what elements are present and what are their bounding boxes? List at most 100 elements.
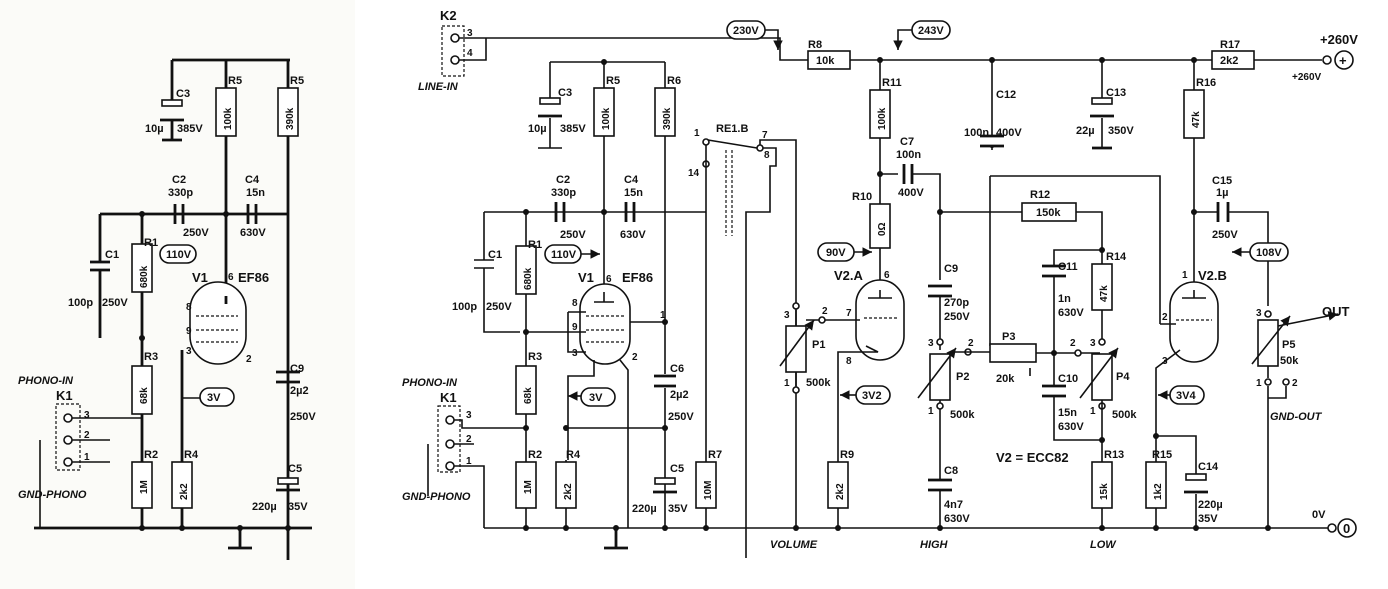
c11-name: C11 xyxy=(1058,261,1078,273)
r-c2-voltage: 250V xyxy=(560,229,586,241)
c9-voltage: 250V xyxy=(944,311,970,323)
svg-text:2: 2 xyxy=(968,338,974,349)
l-pin-9: 9 xyxy=(186,326,192,337)
l-c4-name: C4 xyxy=(245,174,260,186)
p5-name: P5 xyxy=(1282,339,1295,351)
r-c1-voltage: 250V xyxy=(486,301,512,313)
c10-value: 15n xyxy=(1058,407,1077,419)
l-c9-name: C9 xyxy=(290,363,304,375)
r11-value: 100k xyxy=(877,107,888,130)
svg-text:2: 2 xyxy=(466,434,472,445)
r-phono-in: PHONO-IN xyxy=(402,377,458,389)
r-c2-name: C2 xyxy=(556,174,570,186)
r-c5-value: 220µ xyxy=(632,503,657,515)
r-c1-value: 100p xyxy=(452,301,477,313)
r-k1: K1 xyxy=(440,390,457,405)
r8-value: 10k xyxy=(816,55,835,67)
svg-text:3: 3 xyxy=(784,310,790,321)
svg-text:3: 3 xyxy=(1090,338,1096,349)
l-c4-value: 15n xyxy=(246,187,265,199)
r17-value: 2k2 xyxy=(1220,55,1238,67)
l-c3-voltage: 385V xyxy=(177,123,203,135)
r-pin-3: 3 xyxy=(572,348,578,359)
p5-value: 50k xyxy=(1280,355,1299,367)
l-r5b-name: R5 xyxy=(290,75,304,87)
r13-value: 15k xyxy=(1099,483,1110,500)
svg-text:3: 3 xyxy=(1162,356,1168,367)
c9-name: C9 xyxy=(944,263,958,275)
c8-name: C8 xyxy=(944,465,958,477)
r-c5-voltage: 35V xyxy=(668,503,688,515)
l-c4-voltage: 630V xyxy=(240,227,266,239)
l-v1-name: V1 xyxy=(192,270,208,285)
r14-name: R14 xyxy=(1106,251,1127,263)
l-phono-in: PHONO-IN xyxy=(18,375,74,387)
r11-name: R11 xyxy=(882,77,902,89)
l-c9-value: 2µ2 xyxy=(290,385,309,397)
p4-value: 500k xyxy=(1112,409,1137,421)
l-r4-name: R4 xyxy=(184,449,199,461)
v3v2: 3V2 xyxy=(862,390,882,402)
l-c5-value: 220µ xyxy=(252,501,277,513)
l-c3-value: 10µ xyxy=(145,123,164,135)
r-c6-voltage: 250V xyxy=(668,411,694,423)
l-c9-voltage: 250V xyxy=(290,411,316,423)
l-c2-voltage: 250V xyxy=(183,227,209,239)
p1-name: P1 xyxy=(812,339,825,351)
r-v110: 110V xyxy=(551,249,577,261)
p4-name: P4 xyxy=(1116,371,1130,383)
r-pin-8: 8 xyxy=(572,298,578,309)
r-r1-value: 680k xyxy=(523,267,534,290)
c14-name: C14 xyxy=(1198,461,1219,473)
gnd-out-label: GND-OUT xyxy=(1270,411,1323,423)
l-c5-voltage: 35V xyxy=(288,501,308,513)
c8-value: 4n7 xyxy=(944,499,963,511)
v243: 243V xyxy=(918,25,944,37)
r10-name: R10 xyxy=(852,191,872,203)
l-pin-k1-3: 3 xyxy=(84,410,90,421)
volume-label: VOLUME xyxy=(770,539,818,551)
out-label: OUT xyxy=(1322,304,1350,319)
v2a-pin-8: 8 xyxy=(846,356,852,367)
l-r3-name: R3 xyxy=(144,351,158,363)
v2-type: V2 = ECC82 xyxy=(996,450,1069,465)
v2a-label: V2.A xyxy=(834,268,864,283)
l-r5b-value: 390k xyxy=(285,107,296,130)
c14-voltage: 35V xyxy=(1198,513,1218,525)
v230: 230V xyxy=(733,25,759,37)
r-r6-name: R6 xyxy=(667,75,681,87)
r-v1-type: EF86 xyxy=(622,270,653,285)
l-r4-value: 2k2 xyxy=(179,483,190,500)
c8-voltage: 630V xyxy=(944,513,970,525)
r-r7-name: R7 xyxy=(708,449,722,461)
r17-name: R17 xyxy=(1220,39,1240,51)
left-schematic: C3 10µ 385V 100k R5 390k R5 C2 330p 250V… xyxy=(0,0,355,589)
r-gnd-phono: GND-PHONO xyxy=(402,491,471,503)
supply-small-label: +260V xyxy=(1292,72,1322,83)
svg-text:1: 1 xyxy=(1090,406,1096,417)
r-c4-voltage: 630V xyxy=(620,229,646,241)
svg-text:1: 1 xyxy=(1256,378,1262,389)
r-pin-6: 6 xyxy=(606,274,612,285)
l-gnd-phono: GND-PHONO xyxy=(18,489,87,501)
svg-text:2: 2 xyxy=(1070,338,1076,349)
r16-value: 47k xyxy=(1191,111,1202,128)
c11-voltage: 630V xyxy=(1058,307,1084,319)
l-c1-voltage: 250V xyxy=(102,297,128,309)
high-label: HIGH xyxy=(920,539,949,551)
l-r1-name: R1 xyxy=(144,237,158,249)
relay-pin-7: 7 xyxy=(762,130,768,141)
r-r4-value: 2k2 xyxy=(563,483,574,500)
l-r5a-name: R5 xyxy=(228,75,242,87)
l-c3-name: C3 xyxy=(176,88,190,100)
r-c4-name: C4 xyxy=(624,174,639,186)
supply-label: +260V xyxy=(1320,32,1358,47)
l-c1-name: C1 xyxy=(105,249,119,261)
r-c3-voltage: 385V xyxy=(560,123,586,135)
v2a-pin-7: 7 xyxy=(846,308,852,319)
p2-value: 500k xyxy=(950,409,975,421)
c13-name: C13 xyxy=(1106,87,1126,99)
svg-text:1: 1 xyxy=(466,456,472,467)
